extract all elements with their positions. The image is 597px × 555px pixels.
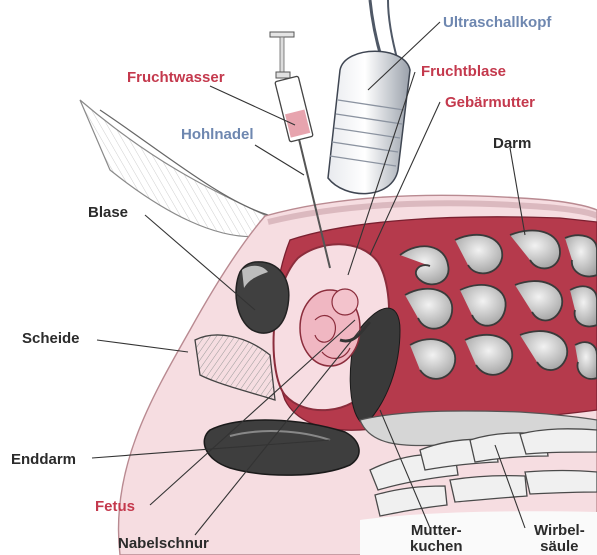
fetus-figure	[300, 289, 360, 366]
ultrasound-probe	[328, 0, 410, 194]
label-wirbelsaeule: Wirbel- säule	[534, 523, 585, 555]
label-mutterkuchen: Mutter- kuchen	[410, 523, 463, 555]
label-hohlnadel: Hohlnadel	[181, 127, 254, 143]
label-mutterkuchen-line2: kuchen	[410, 539, 463, 555]
label-mutterkuchen-line1: Mutter-	[410, 523, 463, 539]
label-enddarm: Enddarm	[11, 452, 76, 468]
label-ultraschallkopf: Ultraschallkopf	[443, 15, 551, 31]
label-nabelschnur: Nabelschnur	[118, 536, 209, 552]
label-wirbelsaeule-line1: Wirbel-	[534, 523, 585, 539]
label-scheide: Scheide	[22, 331, 80, 347]
syringe	[270, 32, 313, 142]
label-fetus: Fetus	[95, 499, 135, 515]
label-blase: Blase	[88, 205, 128, 221]
label-darm: Darm	[493, 136, 531, 152]
label-gebaermutter: Gebärmutter	[445, 95, 535, 111]
label-fruchtwasser: Fruchtwasser	[127, 70, 225, 86]
label-wirbelsaeule-line2: säule	[534, 539, 585, 555]
label-fruchtblase: Fruchtblase	[421, 64, 506, 80]
